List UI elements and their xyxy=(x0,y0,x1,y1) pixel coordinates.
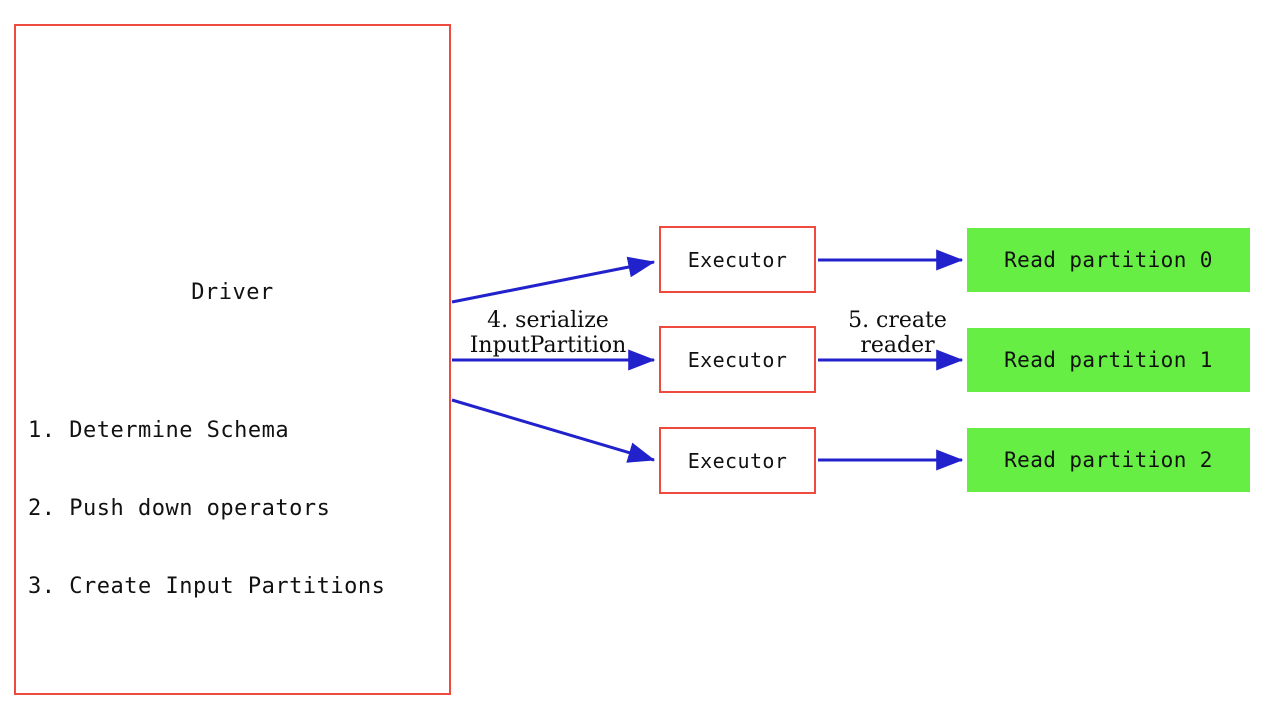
executor-label-0: Executor xyxy=(687,247,788,272)
executor-label-1: Executor xyxy=(687,347,788,372)
executor-box-1: Executor xyxy=(659,326,816,393)
driver-box: Driver 1. Determine Schema 2. Push down … xyxy=(14,24,451,695)
edge-label-serialize: 4. serialize InputPartition xyxy=(455,308,641,358)
driver-steps-list: 1. Determine Schema 2. Push down operato… xyxy=(28,366,385,652)
partition-label-1: Read partition 1 xyxy=(1004,348,1213,372)
edge-label-create-reader-line2: reader xyxy=(860,333,935,358)
edge-label-create-reader: 5. create reader xyxy=(830,308,965,358)
driver-title: Driver xyxy=(191,280,274,305)
executor-box-0: Executor xyxy=(659,226,816,293)
driver-step-1: 1. Determine Schema xyxy=(28,418,290,443)
arrow-driver-to-executor-2 xyxy=(451,398,656,463)
executor-box-2: Executor xyxy=(659,427,816,494)
driver-step-3: 3. Create Input Partitions xyxy=(28,574,386,599)
executor-label-2: Executor xyxy=(687,448,788,473)
partition-box-1: Read partition 1 xyxy=(967,328,1250,392)
edge-label-serialize-line2: InputPartition xyxy=(469,333,627,358)
partition-box-0: Read partition 0 xyxy=(967,228,1250,292)
edge-label-create-reader-line1: 5. create xyxy=(848,308,947,333)
arrow-driver-to-executor-0 xyxy=(451,256,656,304)
partition-box-2: Read partition 2 xyxy=(967,428,1250,492)
partition-label-2: Read partition 2 xyxy=(1004,448,1213,472)
partition-label-0: Read partition 0 xyxy=(1004,248,1213,272)
edge-label-serialize-line1: 4. serialize xyxy=(487,308,609,333)
driver-step-2: 2. Push down operators xyxy=(28,496,331,521)
